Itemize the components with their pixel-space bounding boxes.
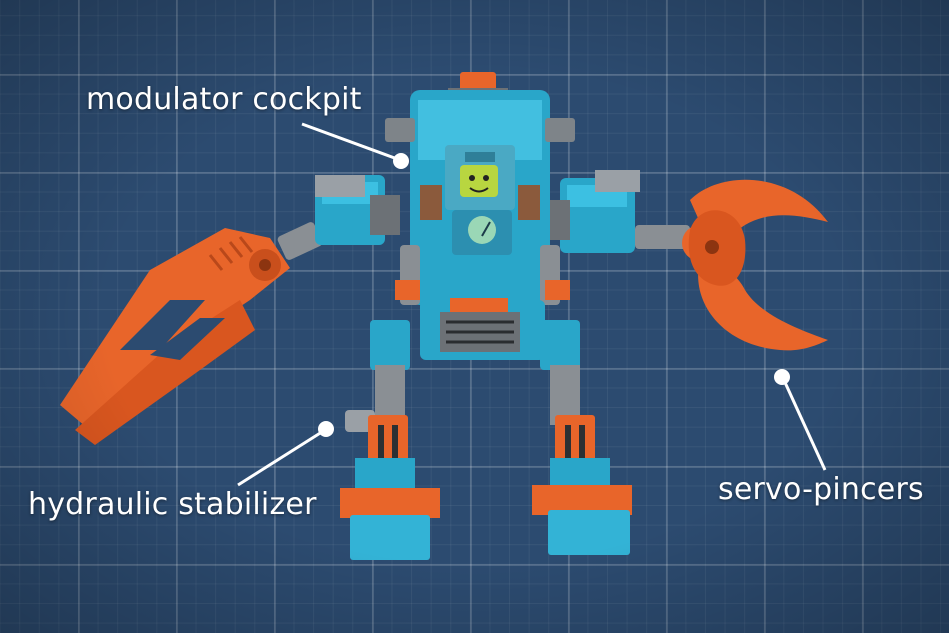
right-pincers <box>688 179 828 351</box>
left-leg <box>340 320 440 560</box>
left-arm <box>277 175 400 260</box>
left-claw <box>60 228 290 445</box>
torso <box>385 72 575 360</box>
right-leg <box>532 320 632 555</box>
pincers-label: servo-pincers <box>718 472 924 507</box>
cockpit-label: modulator cockpit <box>86 82 362 117</box>
stabilizer-label: hydraulic stabilizer <box>28 487 317 522</box>
